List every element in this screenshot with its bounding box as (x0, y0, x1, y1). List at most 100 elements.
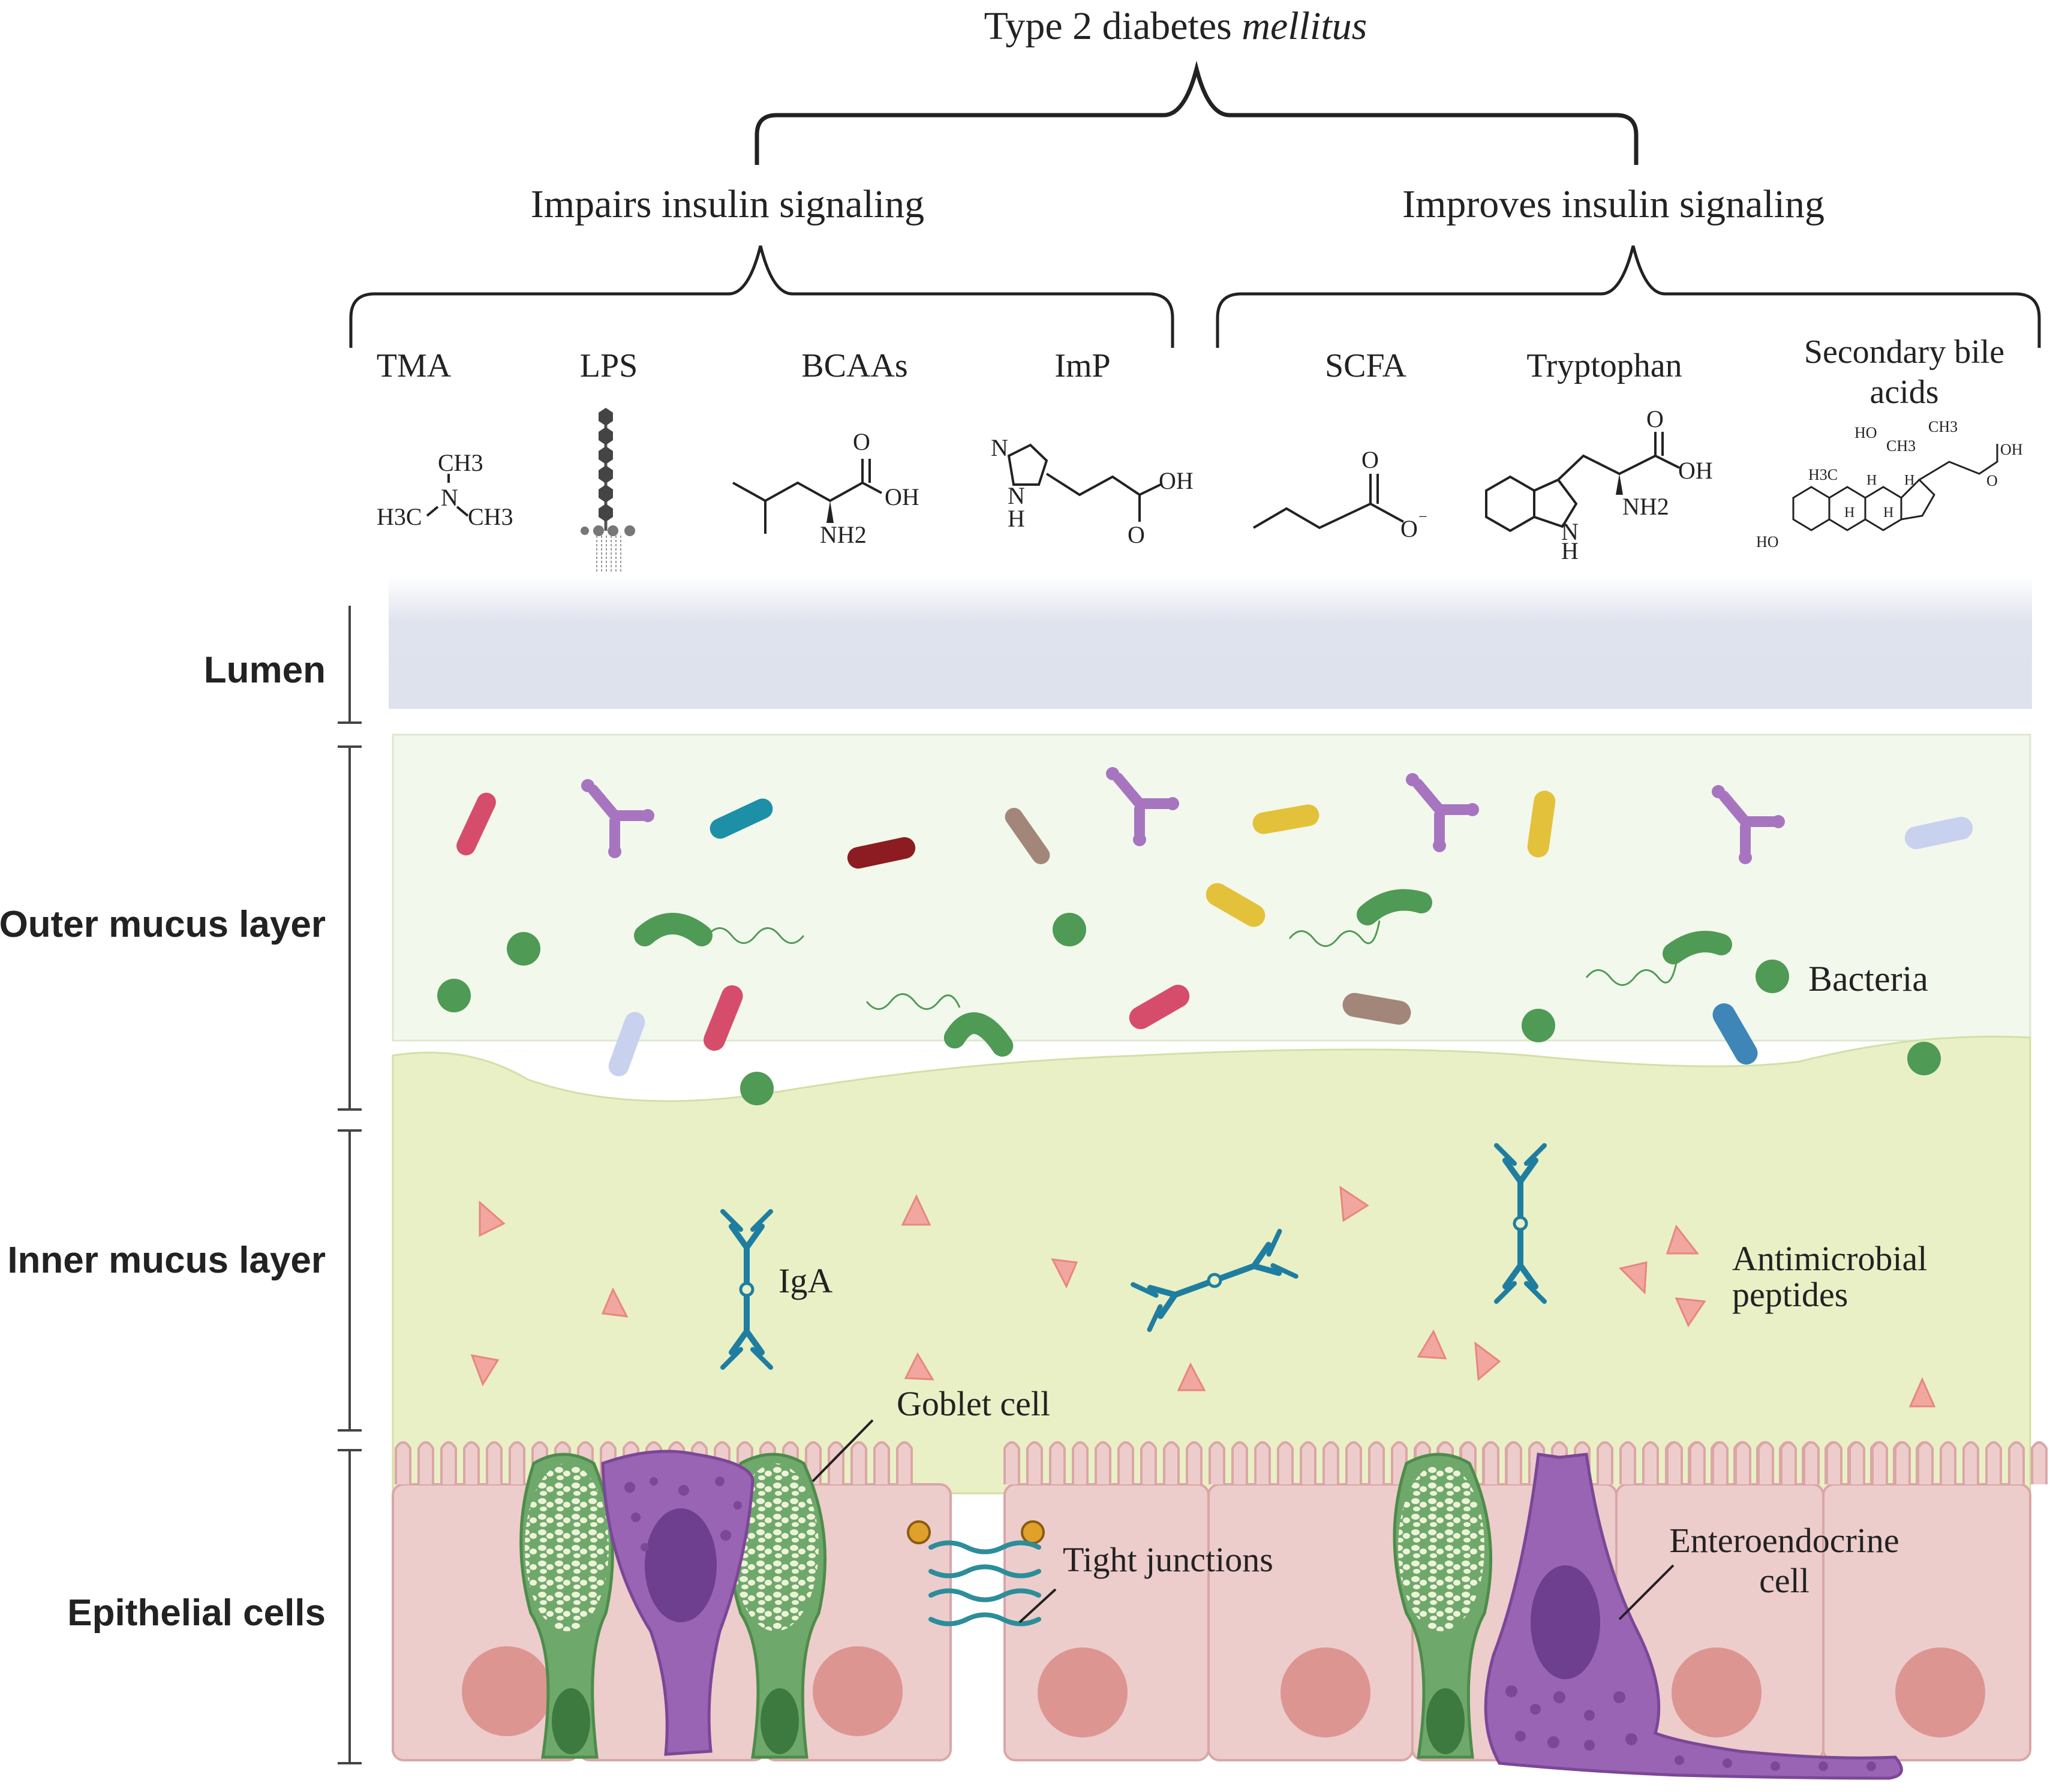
svg-text:CH3: CH3 (1886, 437, 1916, 455)
enteroendocrine-label-line1: Enteroendocrine (1669, 1521, 1899, 1560)
rod-bacterium (704, 985, 743, 1051)
coccus-bacterium (1522, 1009, 1555, 1042)
svg-text:O: O (1361, 446, 1379, 473)
rod-bacterium (1342, 993, 1411, 1025)
rod-bacterium (1206, 883, 1266, 927)
svg-text:O: O (1986, 472, 1998, 489)
inner-mucus-layer (392, 1035, 2031, 1495)
enteroendocrine-cell (1484, 1453, 1903, 1780)
rod-bacterium (710, 798, 773, 839)
bacteria-legend-dot (1756, 960, 1789, 993)
metabolite-bcaas: BCAAs (801, 347, 907, 384)
rod-bacterium (1005, 808, 1050, 864)
rod-bacterium (456, 792, 496, 856)
svg-text:CH3: CH3 (1928, 418, 1958, 435)
improves-brace (1216, 245, 2041, 348)
rod-bacterium (1129, 985, 1190, 1029)
diagram-title: Type 2 diabetes mellitus (984, 4, 1367, 48)
impairs-brace (349, 245, 1174, 348)
svg-text:H: H (1844, 505, 1854, 521)
svg-text:H3C: H3C (377, 503, 422, 530)
metabolite-bile-line1: Secondary bile (1804, 333, 2004, 371)
lps-structure (581, 408, 635, 572)
amp-group (470, 1186, 1936, 1408)
tight-junctions (907, 1520, 1045, 1626)
svg-text:O: O (853, 428, 870, 455)
epithelial-label: Epithelial cells (67, 1592, 326, 1634)
tma-structure: CH3 N H3C CH3 (377, 449, 513, 530)
svg-text:N: N (991, 434, 1008, 461)
purple-cell-left (601, 1450, 755, 1756)
svg-text:H: H (1883, 505, 1893, 521)
svg-text:O: O (1646, 405, 1664, 432)
bile-acid-structure: HO CH3 CH3 H3C OH O H H H H HO (1756, 418, 2023, 551)
svg-text:HO: HO (1756, 533, 1779, 551)
callout-lines (811, 1419, 1675, 1623)
epithelial-nuclei (462, 1646, 1985, 1737)
tryptophan-structure: O OH NH2 N H (1485, 405, 1713, 564)
tight-junctions-label: Tight junctions (1063, 1540, 1273, 1579)
svg-text:H: H (1904, 473, 1914, 488)
svg-text:H: H (1008, 505, 1025, 532)
svg-text:O: O (1400, 515, 1418, 542)
svg-text:H: H (1561, 537, 1579, 564)
rod-bacterium (847, 837, 916, 869)
svg-text:CH3: CH3 (438, 449, 483, 476)
spirillum-bacteria (634, 889, 1732, 1057)
goblet-cell (1393, 1453, 1493, 1759)
top-brace (755, 61, 1639, 165)
coccus-bacterium (740, 1072, 774, 1105)
svg-text:H: H (1866, 473, 1877, 488)
rod-bacterium (1527, 790, 1556, 858)
coccus-bacterium (507, 932, 540, 966)
impairs-label: Impairs insulin signaling (531, 182, 924, 226)
improves-label: Improves insulin signaling (1402, 182, 1824, 226)
metabolite-bile-line2: acids (1869, 374, 1938, 411)
imp-structure: N N H OH O (991, 434, 1194, 548)
iga-label: IgA (778, 1261, 832, 1300)
svg-text:HO: HO (1854, 424, 1877, 441)
rod-bacterium (1252, 804, 1319, 834)
svg-text:N: N (441, 484, 458, 511)
goblet-cell-label: Goblet cell (897, 1384, 1050, 1423)
goblet-cell (519, 1453, 614, 1759)
svg-text:−: − (1418, 508, 1427, 525)
rod-bacterium (1712, 1003, 1758, 1065)
fungi-group (581, 767, 1785, 864)
iga-group (720, 1143, 1547, 1370)
svg-text:NH2: NH2 (1622, 493, 1669, 520)
lumen-label: Lumen (204, 650, 326, 691)
svg-text:NH2: NH2 (820, 521, 867, 548)
svg-text:N: N (1561, 518, 1579, 545)
bcaa-structure: O OH NH2 (732, 428, 919, 548)
metabolite-imp: ImP (1054, 347, 1110, 384)
svg-text:OH: OH (1159, 467, 1194, 494)
enteroendocrine-label-line2: cell (1759, 1561, 1809, 1600)
metabolite-tma: TMA (377, 347, 452, 384)
coccus-bacterium (1053, 913, 1086, 946)
outer-mucus-label: Outer mucus layer (0, 904, 326, 945)
rod-bacterium (608, 1012, 645, 1077)
title-italic: mellitus (1242, 4, 1367, 48)
lumen-band (389, 576, 2032, 709)
svg-text:CH3: CH3 (468, 503, 513, 530)
rod-bacterium (1904, 816, 1973, 849)
layer-scale (338, 606, 362, 1764)
svg-text:OH: OH (2000, 441, 2023, 458)
svg-text:OH: OH (1678, 457, 1713, 484)
inner-mucus-label: Inner mucus layer (7, 1240, 326, 1281)
svg-text:N: N (1008, 482, 1025, 509)
svg-text:H3C: H3C (1808, 466, 1838, 483)
svg-text:OH: OH (885, 483, 919, 510)
bacteria-group (437, 767, 1973, 1105)
coccus-bacterium (437, 979, 471, 1012)
metabolite-scfa: SCFA (1325, 347, 1406, 384)
svg-text:O: O (1128, 521, 1145, 548)
bacteria-label: Bacteria (1808, 959, 1928, 999)
amp-label-line1: Antimicrobial (1732, 1239, 1927, 1278)
metabolite-lps: LPS (580, 347, 638, 384)
amp-label-line2: peptides (1732, 1275, 1848, 1314)
coccus-bacterium (1907, 1042, 1941, 1075)
